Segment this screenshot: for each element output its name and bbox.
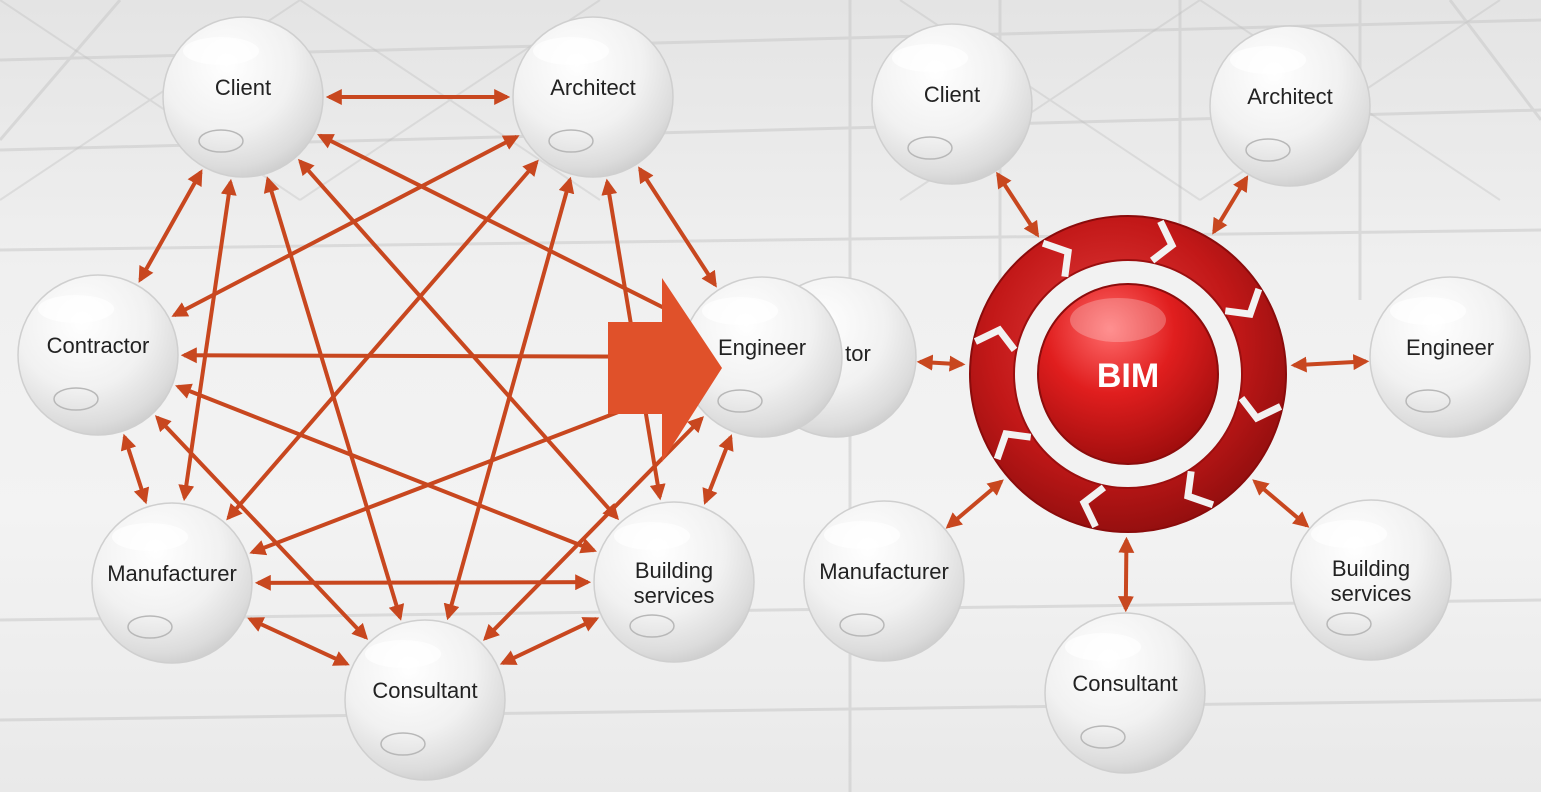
connection-contractor-engineer [180,347,680,365]
bim-connection-engineer [1290,354,1370,373]
ring-chevron [1184,470,1215,509]
contractor-fragment-label: tor [845,341,871,366]
client-label: Client [924,82,980,107]
bim-connection-consultant [1117,536,1135,613]
engineer-label: Engineer [718,335,806,360]
connection-contractor-manufacturer [120,433,150,505]
consultant-label: Consultant [372,678,477,703]
engineer-label: Engineer [1406,335,1494,360]
connection-contractor-building-services [175,383,597,554]
bim-node-client: Client [871,23,1033,185]
left-node-architect: Architect [512,16,674,178]
ring-chevron [1079,484,1107,529]
left-node-contractor: Contractor [17,274,179,436]
ring-chevron [1041,239,1072,278]
bim-connection-architect [1212,175,1249,235]
connection-client-contractor [138,169,203,283]
bim-label: BIM [1097,357,1159,395]
ring-chevron [1238,395,1283,423]
left-node-manufacturer: Manufacturer [91,502,253,664]
manufacturer-label: Manufacturer [819,559,949,584]
left-node-client: Client [162,16,324,178]
bim-node-architect: Architect [1209,25,1371,187]
manufacturer-label: Manufacturer [107,561,237,586]
connection-client-manufacturer [178,178,237,502]
ring-chevron [1149,219,1177,264]
contractor-label: Contractor [47,333,150,358]
connection-client-building-services [298,158,619,521]
bim-hub-nodes: Client ArchitectEngineerBuildingservicesC… [803,23,1531,774]
consultant-label: Consultant [1072,671,1177,696]
ring-chevron [1224,287,1263,318]
left-node-engineer: Engineer [681,276,843,438]
bim-connection-building-services [1252,479,1310,528]
connection-engineer-building-services [702,434,734,505]
left-node-consultant: Consultant [344,619,506,781]
connection-manufacturer-building-services [254,574,592,591]
bim-node-consultant: Consultant [1044,612,1206,774]
transition-arrow [608,278,722,462]
architect-label: Architect [550,75,636,100]
architect-label: Architect [1247,84,1333,109]
ring-chevron [993,430,1032,461]
left-network-connections [120,89,734,666]
bim-connection-manufacturer [945,479,1004,529]
connection-manufacturer-consultant [247,617,350,666]
ring-chevron [973,325,1018,353]
building-services-label: services [1331,581,1412,606]
bim-hub-connections [916,171,1370,613]
bim-connection-contractor [916,354,966,372]
connection-building-services-consultant [499,617,600,665]
connection-engineer-manufacturer [249,384,685,556]
bim-node-manufacturer: Manufacturer [803,500,965,662]
building-services-label: services [634,583,715,608]
bim-connection-client [996,171,1040,238]
connection-architect-engineer [638,166,717,288]
building-services-label: Building [635,558,713,583]
client-label: Client [215,75,271,100]
bim-core-sphere [1037,283,1219,465]
bim-hub: BIM [969,215,1287,533]
bim-node-engineer: Engineer [1369,276,1531,438]
building-services-label: Building [1332,556,1410,581]
bim-cycle-chevrons [973,219,1283,529]
